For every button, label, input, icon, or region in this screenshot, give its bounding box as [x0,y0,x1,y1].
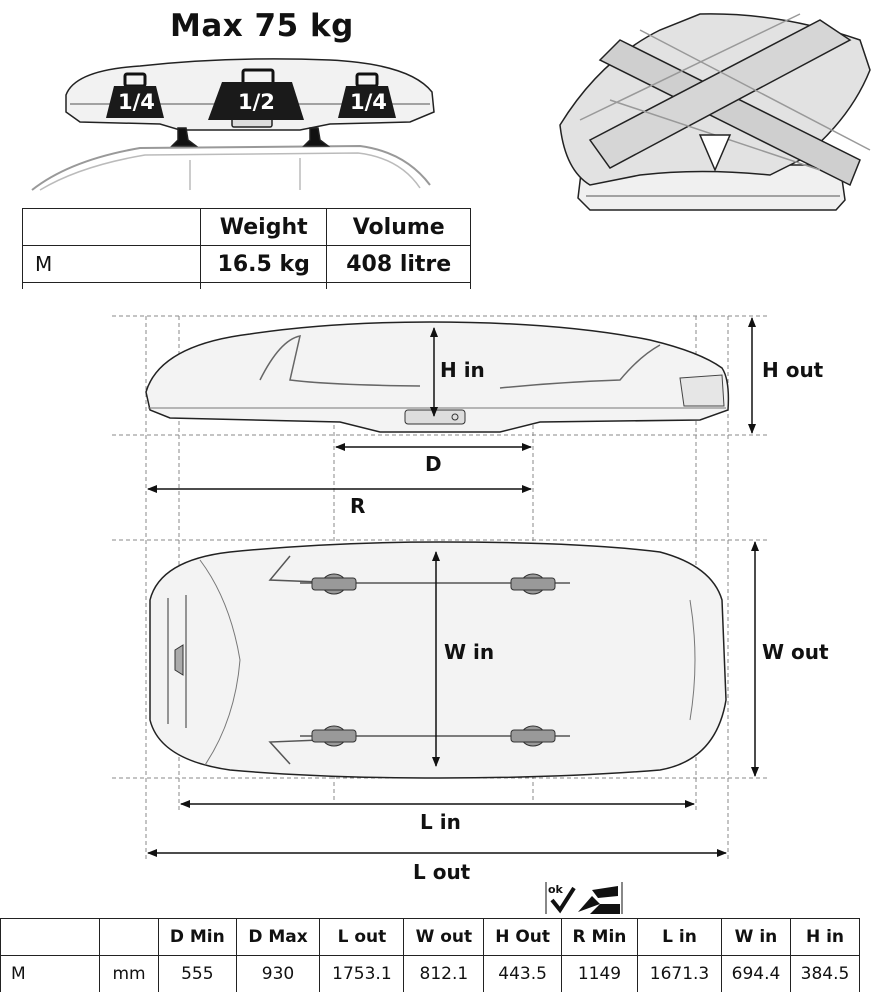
table-cell: 930 [236,956,320,992]
table-header-cell [23,209,201,246]
table-header-cell: W in [722,919,791,956]
table-header-cell: Weight [201,209,327,246]
weight-left-label: 1/4 [118,90,155,114]
ok-label: ok [548,883,563,896]
dim-label-h-in: H in [440,358,485,382]
table-cell: 1671.3 [638,956,722,992]
dim-label-w-in: W in [444,640,494,664]
table-header-cell: D Min [159,919,237,956]
table-header-cell: R Min [561,919,637,956]
table-row: M mm 555 930 1753.1 812.1 443.5 1149 167… [1,956,860,992]
table-header-cell: H Out [484,919,562,956]
dim-label-w-out: W out [762,640,829,664]
table-row [23,283,471,290]
table-cell: 16.5 kg [201,246,327,283]
table-header-row: D Min D Max L out W out H Out R Min L in… [1,919,860,956]
dim-label-l-out: L out [413,860,470,884]
dim-label-r: R [350,494,365,518]
dim-label-h-out: H out [762,358,823,382]
table-header-cell: L out [320,919,404,956]
table-header-cell: H in [790,919,859,956]
dim-label-l-in: L in [420,810,461,834]
table-header-cell: W out [404,919,484,956]
table-cell: mm [100,956,159,992]
weight-center-label: 1/2 [238,90,275,114]
table-header-cell: D Max [236,919,320,956]
table-cell: 1149 [561,956,637,992]
table-header-cell: Volume [327,209,471,246]
dimensions-table: D Min D Max L out W out H Out R Min L in… [0,918,860,992]
table-cell: 443.5 [484,956,562,992]
table-cell: 384.5 [790,956,859,992]
load-distribution-illustration [32,59,434,190]
table-header-cell [100,919,159,956]
table-header-row: Weight Volume [23,209,471,246]
strapped-box-illustration [560,14,870,210]
dim-label-d: D [425,452,442,476]
table-cell: 1753.1 [320,956,404,992]
table-header-cell [1,919,100,956]
table-header-cell: L in [638,919,722,956]
table-cell: 694.4 [722,956,791,992]
max-load-title: Max 75 kg [170,8,354,44]
table-row: M 16.5 kg 408 litre [23,246,471,283]
table-cell: M [1,956,100,992]
table-cell: 555 [159,956,237,992]
table-cell: 812.1 [404,956,484,992]
weight-volume-table: Weight Volume M 16.5 kg 408 litre [22,208,471,289]
top-view-diagram [150,542,726,778]
table-cell: M [23,246,201,283]
weight-right-label: 1/4 [350,90,387,114]
table-cell: 408 litre [327,246,471,283]
